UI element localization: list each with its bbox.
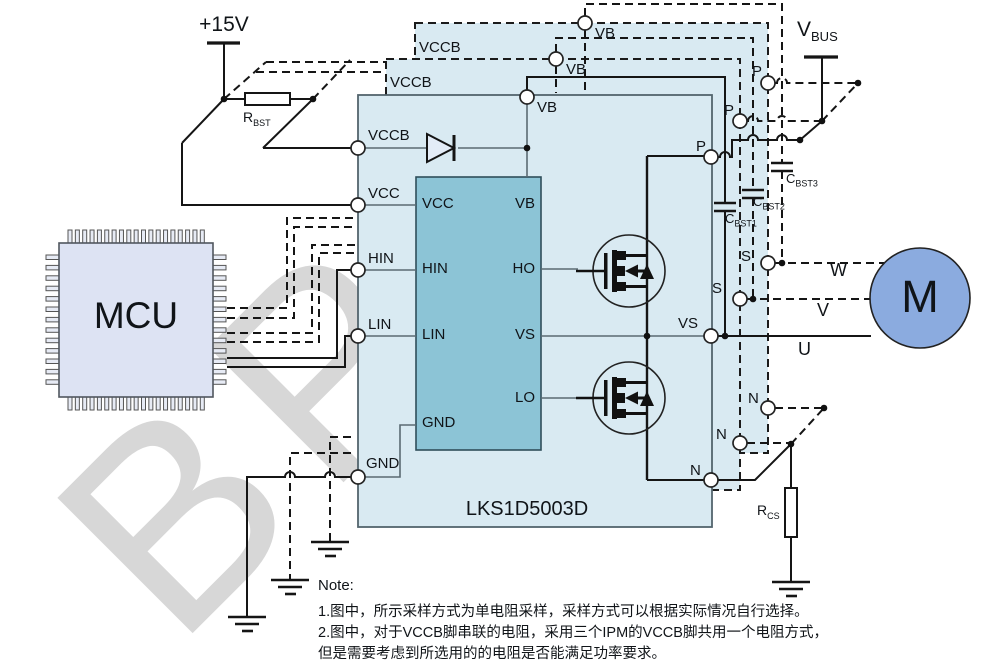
driver-vcc-label: VCC <box>422 195 454 212</box>
p-back-label: P <box>752 63 763 80</box>
cbst2-capacitor <box>742 188 764 200</box>
motor-circle <box>869 247 971 349</box>
pin-s-middle <box>732 291 748 307</box>
pin-n-front <box>703 472 719 488</box>
ground-icon <box>311 540 349 558</box>
pin-gnd <box>350 469 366 485</box>
driver-lin-label: LIN <box>422 326 446 343</box>
hin-front-label: HIN <box>368 250 394 267</box>
ipm-title: LKS1D5003D <box>465 498 589 520</box>
low-side-mosfet <box>576 361 666 435</box>
n-back-label: N <box>748 390 759 407</box>
vccb-front-label: VCCB <box>368 127 410 144</box>
s-back-label: S <box>741 248 752 265</box>
driver-ho-label: HO <box>512 260 536 277</box>
vbus-label: VBUS <box>797 18 838 45</box>
pin-vccb <box>350 140 366 156</box>
pin-p-back <box>760 75 776 91</box>
rbst-label: RBST <box>243 109 271 128</box>
rcs-resistor <box>784 487 798 538</box>
pin-terminals <box>350 15 776 488</box>
pin-hin <box>350 262 366 278</box>
driver-vs-label: VS <box>514 326 535 343</box>
driver-vb-label: VB <box>514 195 535 212</box>
lin-front-label: LIN <box>368 316 392 333</box>
driver-gnd-label: GND <box>422 414 456 431</box>
driver-lo-label: LO <box>514 389 535 406</box>
v15-label: +15V <box>199 13 249 36</box>
vccb-back-label: VCCB <box>419 39 461 56</box>
driver-hin-label: HIN <box>422 260 448 277</box>
pin-lin <box>350 328 366 344</box>
cbst1-capacitor <box>714 201 736 213</box>
bootstrap-diode <box>426 132 457 164</box>
vb-middle-label: VB <box>566 61 587 78</box>
bundle-diagonal-left <box>181 98 225 144</box>
mcu-chip <box>45 229 227 411</box>
phase-v-label: V <box>817 300 830 320</box>
mcu-body <box>58 242 214 398</box>
vs-front-label: VS <box>678 315 699 332</box>
phase-u-label: U <box>798 339 811 359</box>
pin-vb-front <box>519 89 535 105</box>
n-front-label: N <box>690 462 701 479</box>
pin-vcc <box>350 197 366 213</box>
solid-wires <box>181 41 871 617</box>
phase-w-label: W <box>830 260 847 280</box>
pin-p-front <box>703 149 719 165</box>
pin-n-middle <box>732 435 748 451</box>
cbst1-label: CBST1 <box>725 211 757 229</box>
high-side-mosfet <box>576 234 666 308</box>
dashed-wires <box>223 3 884 580</box>
junction-dots <box>220 79 862 448</box>
gnd-front-label: GND <box>366 455 400 472</box>
p-front-label: P <box>696 138 707 155</box>
bundle-diagonal-rbst <box>262 98 314 149</box>
note-line-3: 但是需要考虑到所选用的的电阻是否能满足功率要求。 <box>318 646 666 662</box>
ground-icon <box>228 615 266 633</box>
vb-back-label: VB <box>595 25 616 42</box>
ground-icon <box>271 578 309 596</box>
internal-wires <box>365 104 704 478</box>
cbst2-label: CBST2 <box>753 194 785 212</box>
cbst3-label: CBST3 <box>786 171 818 189</box>
vcc-front-label: VCC <box>368 185 400 202</box>
s-middle-label: S <box>712 280 723 297</box>
cbst3-capacitor <box>771 161 793 173</box>
gate-driver-block <box>415 176 542 451</box>
mcu-label: MCU <box>93 295 179 336</box>
rcs-label: RCS <box>757 502 780 521</box>
note-line-2: 2.图中，对于VCCB脚串联的电阻，采用三个IPM的VCCB脚共用一个电阻方式， <box>318 625 828 641</box>
p-middle-label: P <box>724 102 735 119</box>
ground-icon <box>772 580 810 598</box>
rbst-resistor <box>244 92 291 106</box>
vb-front-label: VB <box>537 99 558 116</box>
pin-s-back <box>760 255 776 271</box>
pin-vs-front <box>703 328 719 344</box>
note-heading: Note: <box>318 577 354 594</box>
motor-label: M <box>901 271 939 322</box>
pin-p-middle <box>732 113 748 129</box>
pin-vb-back <box>577 15 593 31</box>
pin-n-back <box>760 400 776 416</box>
note-line-1: 1.图中，所示采样方式为单电阻采样，采样方式可以根据实际情况自行选择。 <box>318 604 809 620</box>
vccb-middle-label: VCCB <box>390 74 432 91</box>
pin-vb-middle <box>548 51 564 67</box>
n-middle-label: N <box>716 426 727 443</box>
